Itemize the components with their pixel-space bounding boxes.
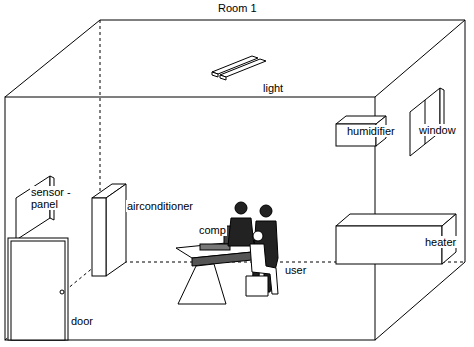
part-label: humidifier <box>346 125 396 137</box>
door <box>8 238 68 340</box>
airconditioner <box>92 184 126 276</box>
part-label: comp <box>198 224 227 236</box>
part-label: heater <box>424 236 457 248</box>
part-label: light <box>262 82 284 94</box>
part-label: window <box>418 124 457 136</box>
part-label: user <box>284 264 307 276</box>
part-label: sensor -panel <box>30 186 72 210</box>
room-title: Room 1 <box>218 2 257 14</box>
window <box>410 88 444 156</box>
part-label: door <box>70 315 94 327</box>
part-label: airconditioner <box>126 200 194 212</box>
people <box>228 202 278 296</box>
light-fixture <box>212 56 266 80</box>
room-front-edge <box>5 97 375 340</box>
